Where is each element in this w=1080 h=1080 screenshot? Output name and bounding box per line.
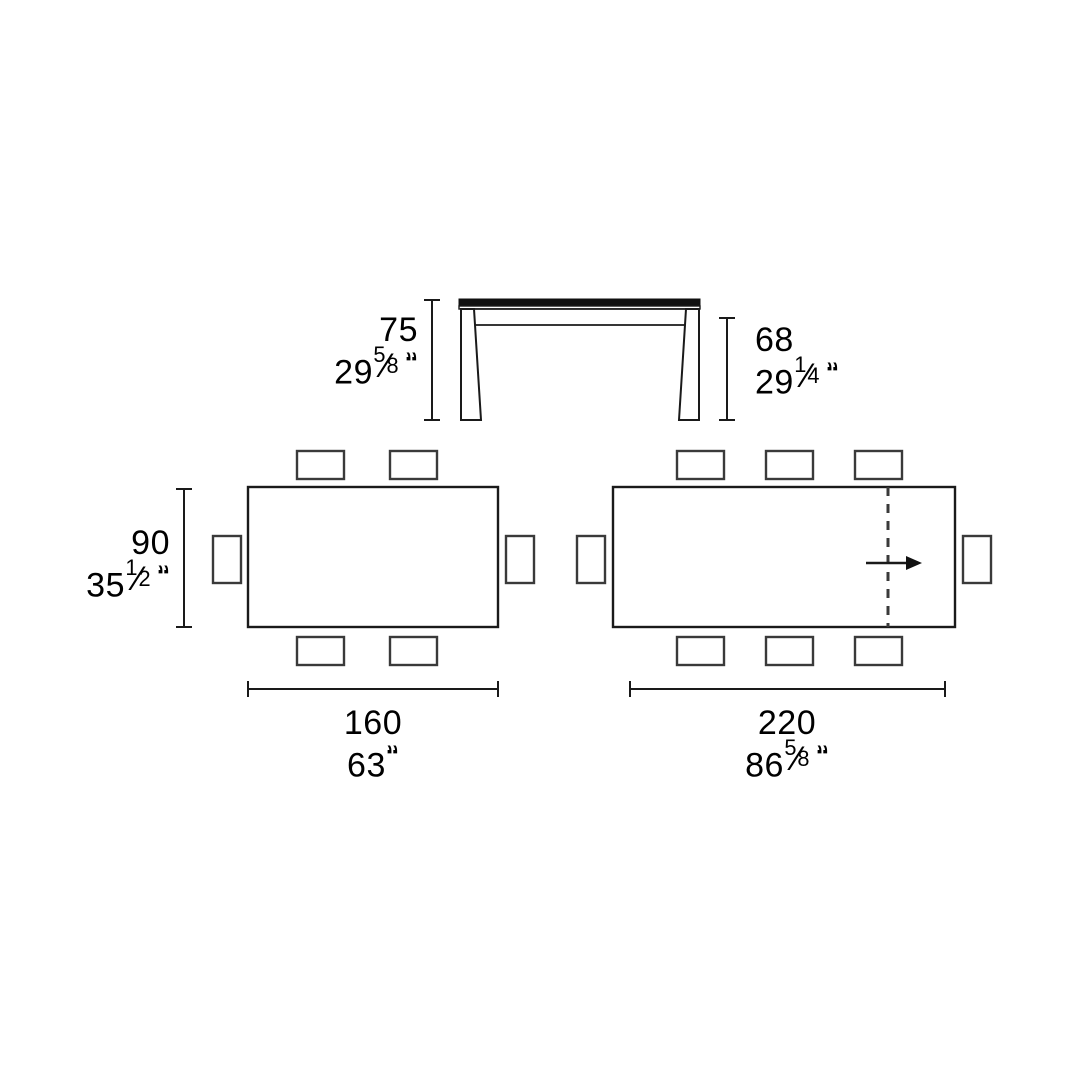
width-dimension-line-160 — [247, 681, 499, 697]
width-160-imperial-whole: 63 — [347, 746, 386, 785]
width-220-fraction-numerator: 5 — [784, 734, 797, 760]
inch-mark-icon: “ — [825, 356, 839, 388]
chair-top-2 — [764, 449, 815, 481]
depth-fraction-numerator: 1 — [125, 554, 139, 580]
width-160-imperial-value: 63“ — [253, 739, 493, 785]
chair-bottom-3 — [853, 635, 904, 667]
clearance-fraction-numerator: 1 — [794, 351, 807, 377]
height-imperial-fraction: 5⁄8 — [373, 343, 405, 385]
fraction-slash-icon: ⁄ — [135, 559, 142, 598]
clearance-imperial-fraction: 1⁄4 — [794, 353, 826, 395]
inch-mark-icon: “ — [404, 346, 418, 378]
width-220-metric-value: 220 — [757, 704, 817, 742]
table-leg-left — [460, 308, 483, 421]
chair-top-1 — [675, 449, 726, 481]
inch-mark-icon: “ — [385, 739, 399, 771]
chair-bottom-1 — [675, 635, 726, 667]
table-apron — [473, 308, 687, 326]
chair-bottom-2 — [764, 635, 815, 667]
table-plan-160 — [211, 449, 536, 667]
table-top-slab — [458, 298, 701, 307]
height-dimension-line — [424, 299, 440, 421]
table-leg-right — [677, 308, 700, 421]
chair-left-1 — [211, 534, 243, 585]
inch-mark-icon: “ — [156, 559, 170, 591]
depth-imperial-fraction: 1⁄2 — [125, 556, 157, 598]
width-220-imperial-whole: 86 — [745, 746, 784, 785]
fraction-slash-icon: ⁄ — [383, 346, 390, 385]
chair-right-1 — [961, 534, 993, 585]
height-metric-value: 75 — [379, 311, 418, 349]
chair-left-1 — [575, 534, 607, 585]
clearance-metric-value: 68 — [755, 321, 794, 359]
chair-top-2 — [388, 449, 439, 481]
width-220-fraction-denominator: 8 — [797, 745, 810, 771]
table-top-plan-160 — [246, 485, 500, 629]
width-dimension-label-160: 160 63“ — [253, 705, 493, 783]
chair-right-1 — [504, 534, 536, 585]
chair-top-1 — [295, 449, 346, 481]
extension-arrow-icon — [866, 556, 922, 570]
height-fraction-numerator: 5 — [373, 341, 387, 367]
depth-dimension-line — [176, 488, 192, 628]
depth-metric-value: 90 — [131, 524, 170, 562]
width-160-metric-value: 160 — [343, 704, 403, 742]
table-side-elevation — [458, 298, 701, 421]
clearance-fraction-denominator: 4 — [807, 362, 820, 388]
depth-fraction-denominator: 2 — [138, 565, 152, 591]
table-top-plan-220 — [611, 485, 957, 629]
height-imperial-whole: 29 — [334, 353, 373, 392]
chair-bottom-2 — [388, 635, 439, 667]
table-plan-220 — [575, 449, 993, 667]
chair-bottom-1 — [295, 635, 346, 667]
chair-top-3 — [853, 449, 904, 481]
width-dimension-line-220 — [629, 681, 946, 697]
depth-imperial-whole: 35 — [86, 566, 125, 605]
clearance-imperial-whole: 29 — [755, 363, 794, 402]
inch-mark-icon: “ — [815, 739, 829, 771]
clearance-dimension-line — [719, 317, 735, 421]
height-fraction-denominator: 8 — [386, 352, 400, 378]
fraction-slash-icon: ⁄ — [794, 739, 801, 778]
width-220-imperial-fraction: 5⁄8 — [784, 736, 816, 778]
fraction-slash-icon: ⁄ — [804, 356, 811, 395]
